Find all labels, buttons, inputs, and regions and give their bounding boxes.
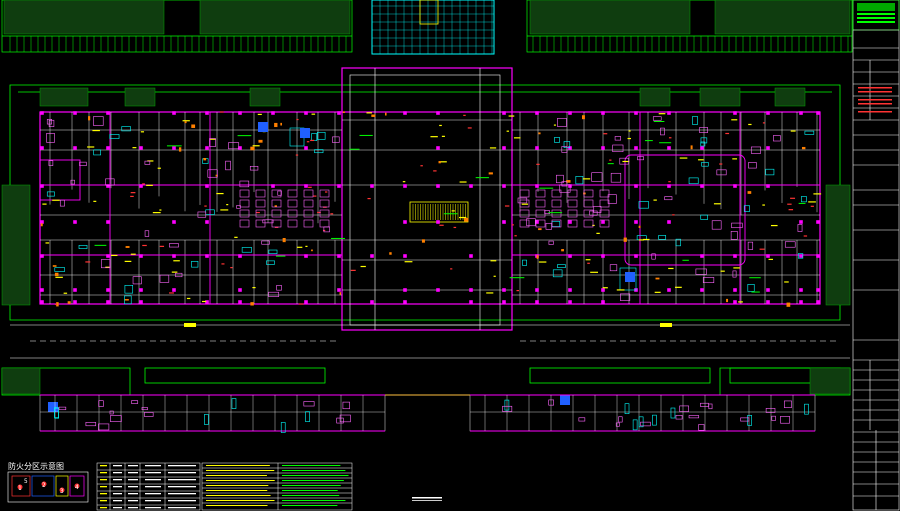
table-text-lines [100,465,349,509]
green-labels [94,120,806,293]
lower-furniture [58,399,792,431]
zone-label-4: 4 [75,484,79,491]
zone-label-2: 2 [42,482,46,489]
top-green-hatch [3,0,851,35]
room-furniture [46,116,803,301]
area-schedule-table [96,462,201,511]
title-block-logo [857,3,895,23]
side-landscape [1,87,851,306]
yellow-annotations [42,112,822,303]
zone-label-3: 3 [60,488,64,495]
main-building-outline [39,67,821,331]
escalator [409,201,469,223]
lower-cyan-fixtures [54,398,809,433]
drawing-caption [412,497,442,501]
fire-zone-legend [7,471,89,503]
title-block-red-notes [858,87,892,113]
parking-stripes [9,36,849,52]
top-landscape [1,0,853,53]
red-annotations [54,111,814,306]
notes-table [201,462,353,511]
zone-label-1: 1 [18,485,22,492]
fire-zone-legend-title: 防火分区示意图 [8,462,64,471]
title-block [852,0,900,511]
zone-label-5: 5 [24,478,28,485]
entrance-plaza [371,0,495,55]
lower-side-hatch [1,367,851,395]
orange-annotations [40,111,806,307]
road-band [10,323,850,359]
blue-fixtures [48,122,635,412]
cyan-fixtures [46,116,815,305]
